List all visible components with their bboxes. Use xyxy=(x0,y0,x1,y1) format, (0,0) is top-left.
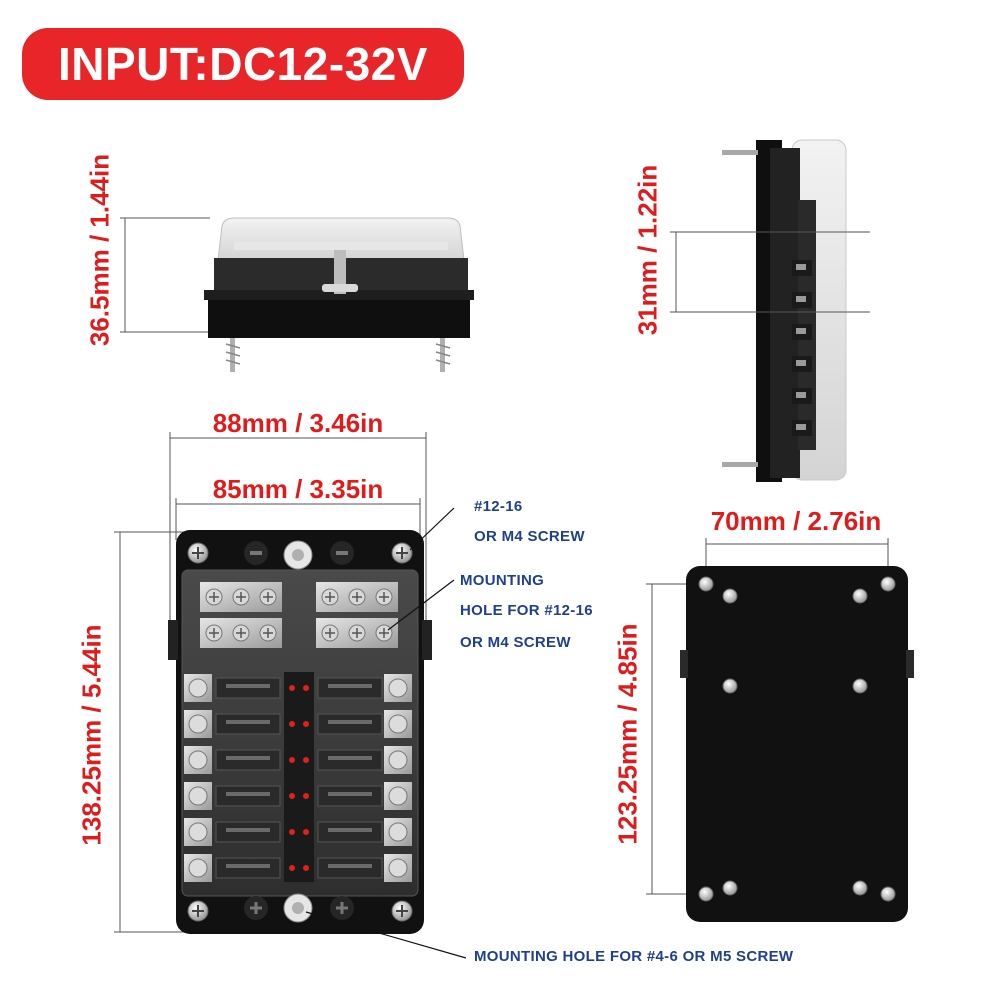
positive-terminal-icon xyxy=(244,896,354,920)
indicator-led-icon xyxy=(303,757,309,763)
fuse-blade xyxy=(226,792,270,796)
indicator-led-icon xyxy=(303,829,309,835)
terminal-screw-icon xyxy=(188,714,208,734)
indicator-led-icon xyxy=(289,865,295,871)
bottom-mount-callout: MOUNTING HOLE FOR #4-6 OR M5 SCREW xyxy=(474,948,794,965)
indicator-led-icon xyxy=(289,685,295,691)
indicator-led-icon xyxy=(303,865,309,871)
indicator-led-icon xyxy=(289,721,295,727)
terminal-screw-icon xyxy=(188,678,208,698)
screw-callout-line1: #12-16 xyxy=(474,498,523,515)
mount-callout-line2: HOLE FOR #12-16 xyxy=(460,602,593,619)
profile-view xyxy=(670,139,870,482)
indicator-led-icon xyxy=(303,685,309,691)
fuse-blade xyxy=(226,828,270,832)
terminal-screw-icon xyxy=(388,678,408,698)
side-view xyxy=(120,217,474,372)
fuse-blade xyxy=(328,720,372,724)
indicator-led-icon xyxy=(289,757,295,763)
callout-leaders xyxy=(305,507,467,959)
back-width-label: 70mm / 2.76in xyxy=(710,506,882,536)
input-voltage-badge: INPUT:DC12-32V xyxy=(22,28,464,100)
mount-callout-line3: OR M4 SCREW xyxy=(460,634,571,651)
fuse-blade xyxy=(328,828,372,832)
mount-callout-line1: MOUNTING xyxy=(460,572,545,589)
terminal-screw-icon xyxy=(388,750,408,770)
terminal-screw-icon xyxy=(388,786,408,806)
profile-height-label: 31mm / 1.22in xyxy=(632,164,663,336)
corner-screw-icon xyxy=(187,542,413,922)
back-height-label: 123.25mm / 4.85in xyxy=(612,623,643,845)
fuse-blade xyxy=(226,864,270,868)
fuse-rows xyxy=(184,672,412,882)
terminal-screw-icon xyxy=(188,822,208,842)
side-height-label: 36.5mm / 1.44in xyxy=(84,153,115,347)
fuse-blade xyxy=(226,720,270,724)
front-view xyxy=(114,432,432,934)
fuse-blade xyxy=(328,684,372,688)
front-height-label: 138.25mm / 5.44in xyxy=(76,624,107,846)
back-mounting-screw-icon xyxy=(698,576,896,902)
fuse-blade xyxy=(226,756,270,760)
outer-width-label: 88mm / 3.46in xyxy=(212,408,384,438)
bottom-stud-icon xyxy=(283,893,313,923)
terminal-screw-icon xyxy=(388,714,408,734)
back-view xyxy=(646,538,914,922)
ground-terminal-block xyxy=(200,582,398,648)
fuse-blade xyxy=(328,792,372,796)
fuse-blade xyxy=(226,684,270,688)
indicator-led-icon xyxy=(289,793,295,799)
top-stud-icon xyxy=(283,540,313,570)
fuse-blade xyxy=(328,864,372,868)
negative-terminal-icon xyxy=(244,541,354,565)
indicator-led-icon xyxy=(303,793,309,799)
inner-width-label: 85mm / 3.35in xyxy=(212,474,384,504)
terminal-screw-icon xyxy=(388,858,408,878)
indicator-led-icon xyxy=(303,721,309,727)
side-screw-right xyxy=(435,338,451,372)
screw-callout-line2: OR M4 SCREW xyxy=(474,528,585,545)
indicator-led-icon xyxy=(289,829,295,835)
led-strip xyxy=(284,672,314,882)
terminal-screw-icon xyxy=(188,858,208,878)
fuse-blade xyxy=(328,756,372,760)
terminal-screw-icon xyxy=(388,822,408,842)
terminal-screw-icon xyxy=(188,786,208,806)
side-screw-left xyxy=(225,338,241,372)
terminal-screw-icon xyxy=(188,750,208,770)
